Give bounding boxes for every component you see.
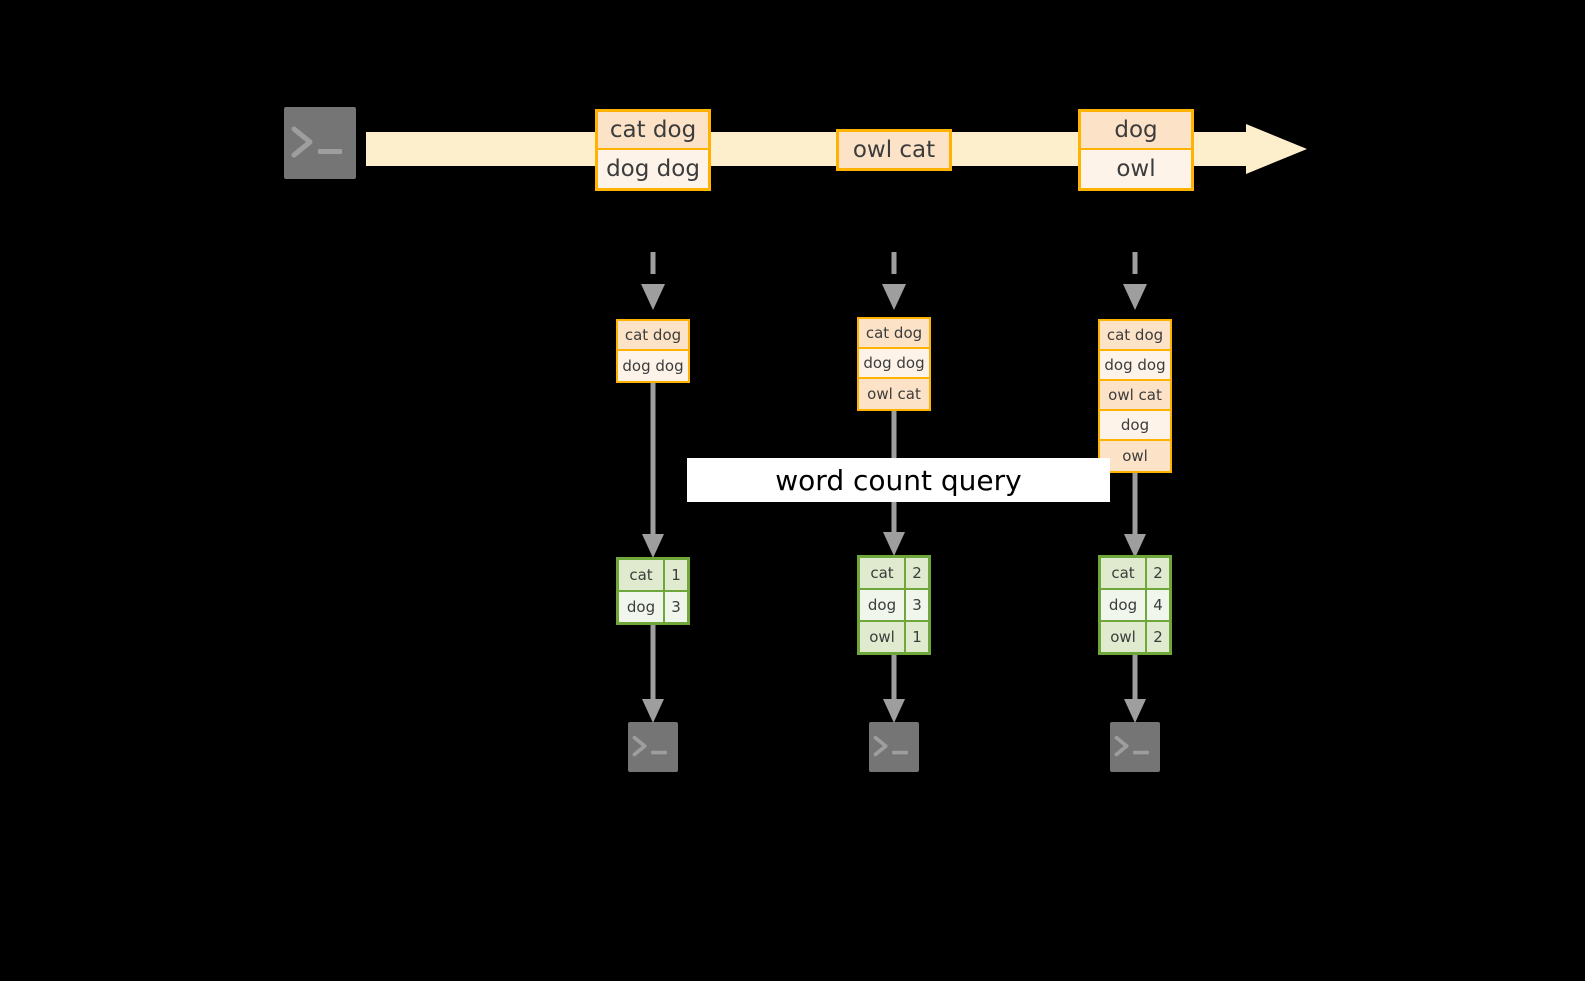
tap-arrow-3 bbox=[1119, 252, 1151, 314]
input-line: dog dog bbox=[1100, 351, 1170, 381]
snapshot-3-sink-arrow bbox=[1123, 650, 1147, 725]
result-row: cat 2 bbox=[1101, 558, 1169, 590]
terminal-prompt-glyph bbox=[628, 722, 678, 772]
event-line: owl cat bbox=[839, 132, 949, 168]
result-row: dog 3 bbox=[860, 590, 928, 622]
snapshot-1-query-arrow bbox=[641, 382, 665, 560]
result-row: owl 1 bbox=[860, 622, 928, 652]
input-line: dog dog bbox=[859, 349, 929, 379]
result-word: owl bbox=[1101, 622, 1147, 652]
result-row: dog 3 bbox=[619, 592, 687, 622]
result-row: dog 4 bbox=[1101, 590, 1169, 622]
terminal-prompt-glyph bbox=[869, 722, 919, 772]
event-line: owl bbox=[1081, 150, 1191, 188]
input-line: owl bbox=[1100, 441, 1170, 471]
result-count: 2 bbox=[906, 558, 928, 588]
terminal-prompt-glyph bbox=[1110, 722, 1160, 772]
snapshot-3-query-arrow bbox=[1123, 472, 1147, 560]
snapshot-3-sink-terminal-icon bbox=[1102, 714, 1168, 780]
result-word: dog bbox=[860, 590, 906, 620]
result-row: cat 1 bbox=[619, 560, 687, 592]
snapshot-2-result-table: cat 2 dog 3 owl 1 bbox=[857, 555, 931, 655]
result-count: 3 bbox=[906, 590, 928, 620]
input-line: cat dog bbox=[859, 319, 929, 349]
tap-arrow-2 bbox=[878, 252, 910, 314]
snapshot-2-input-stack: cat dog dog dog owl cat bbox=[857, 317, 931, 411]
snapshot-1-sink-terminal-icon bbox=[620, 714, 686, 780]
input-line: owl cat bbox=[859, 379, 929, 409]
result-count: 2 bbox=[1147, 622, 1169, 652]
result-word: owl bbox=[860, 622, 906, 652]
query-label: word count query bbox=[687, 458, 1110, 502]
source-terminal-icon bbox=[274, 97, 366, 189]
result-count: 4 bbox=[1147, 590, 1169, 620]
event-line: dog dog bbox=[598, 150, 708, 188]
snapshot-3-input-stack: cat dog dog dog owl cat dog owl bbox=[1098, 319, 1172, 473]
result-count: 3 bbox=[665, 592, 687, 622]
snapshot-2-sink-arrow bbox=[882, 650, 906, 725]
stream-event-group-2: owl cat bbox=[836, 129, 952, 171]
result-row: cat 2 bbox=[860, 558, 928, 590]
result-word: dog bbox=[1101, 590, 1147, 620]
input-line: dog bbox=[1100, 411, 1170, 441]
result-word: cat bbox=[860, 558, 906, 588]
result-word: dog bbox=[619, 592, 665, 622]
stream-event-group-3: dog owl bbox=[1078, 109, 1194, 191]
result-count: 2 bbox=[1147, 558, 1169, 588]
input-line: owl cat bbox=[1100, 381, 1170, 411]
snapshot-3-result-table: cat 2 dog 4 owl 2 bbox=[1098, 555, 1172, 655]
stream-event-group-1: cat dog dog dog bbox=[595, 109, 711, 191]
result-count: 1 bbox=[906, 622, 928, 652]
tap-arrow-1 bbox=[637, 252, 669, 314]
result-word: cat bbox=[619, 560, 665, 590]
result-row: owl 2 bbox=[1101, 622, 1169, 652]
event-line: cat dog bbox=[598, 112, 708, 150]
input-line: cat dog bbox=[1100, 321, 1170, 351]
event-line: dog bbox=[1081, 112, 1191, 150]
result-count: 1 bbox=[665, 560, 687, 590]
terminal-prompt-glyph bbox=[284, 107, 356, 179]
result-word: cat bbox=[1101, 558, 1147, 588]
snapshot-1-input-stack: cat dog dog dog bbox=[616, 319, 690, 383]
snapshot-1-sink-arrow bbox=[641, 620, 665, 725]
input-line: cat dog bbox=[618, 321, 688, 351]
snapshot-2-sink-terminal-icon bbox=[861, 714, 927, 780]
input-line: dog dog bbox=[618, 351, 688, 381]
snapshot-1-result-table: cat 1 dog 3 bbox=[616, 557, 690, 625]
